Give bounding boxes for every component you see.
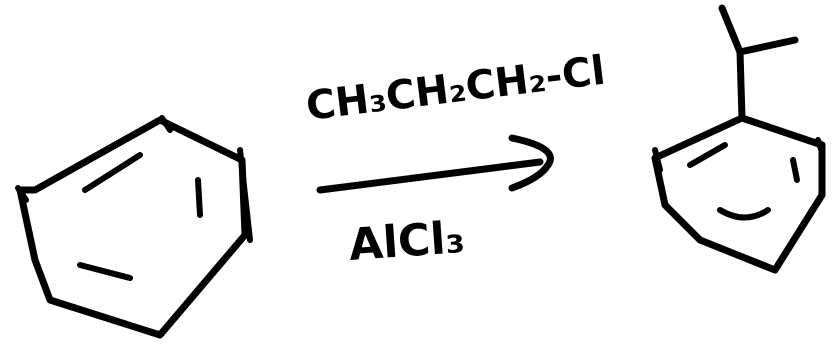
- isopropyl-branch-right: [736, 36, 799, 56]
- benzene-vertex-tick-top: [159, 115, 173, 133]
- product-inner-bond-2: [790, 157, 800, 183]
- benzene-vertex-tick-right: [237, 147, 253, 243]
- product-inner-bond-3: [717, 207, 771, 221]
- reagent-top-label: CH₃CH₂CH₂-Cl: [304, 48, 608, 130]
- benzene-reactant: [15, 115, 253, 339]
- product-inner-bond-1: [687, 142, 728, 168]
- arrow-shaft: [316, 158, 544, 194]
- isopropyl-branch-left: [718, 4, 744, 56]
- benzene-inner-bond-1: [82, 152, 143, 193]
- product-vertex-tick-left: [652, 147, 663, 173]
- reaction-arrow: [316, 134, 554, 194]
- arrow-head: [508, 134, 554, 192]
- reagent-bottom-label: AlCl₃: [347, 212, 466, 271]
- product-ring-outline: [651, 114, 826, 274]
- benzene-inner-bond-2: [195, 177, 203, 218]
- benzene-vertex-tick-left: [15, 185, 29, 203]
- isopropylbenzene-product: [651, 4, 826, 274]
- benzene-inner-bond-3: [77, 262, 133, 281]
- isopropyl-stem: [736, 48, 746, 122]
- product-vertex-tick-right: [815, 137, 825, 155]
- benzene-ring-outline: [16, 116, 249, 339]
